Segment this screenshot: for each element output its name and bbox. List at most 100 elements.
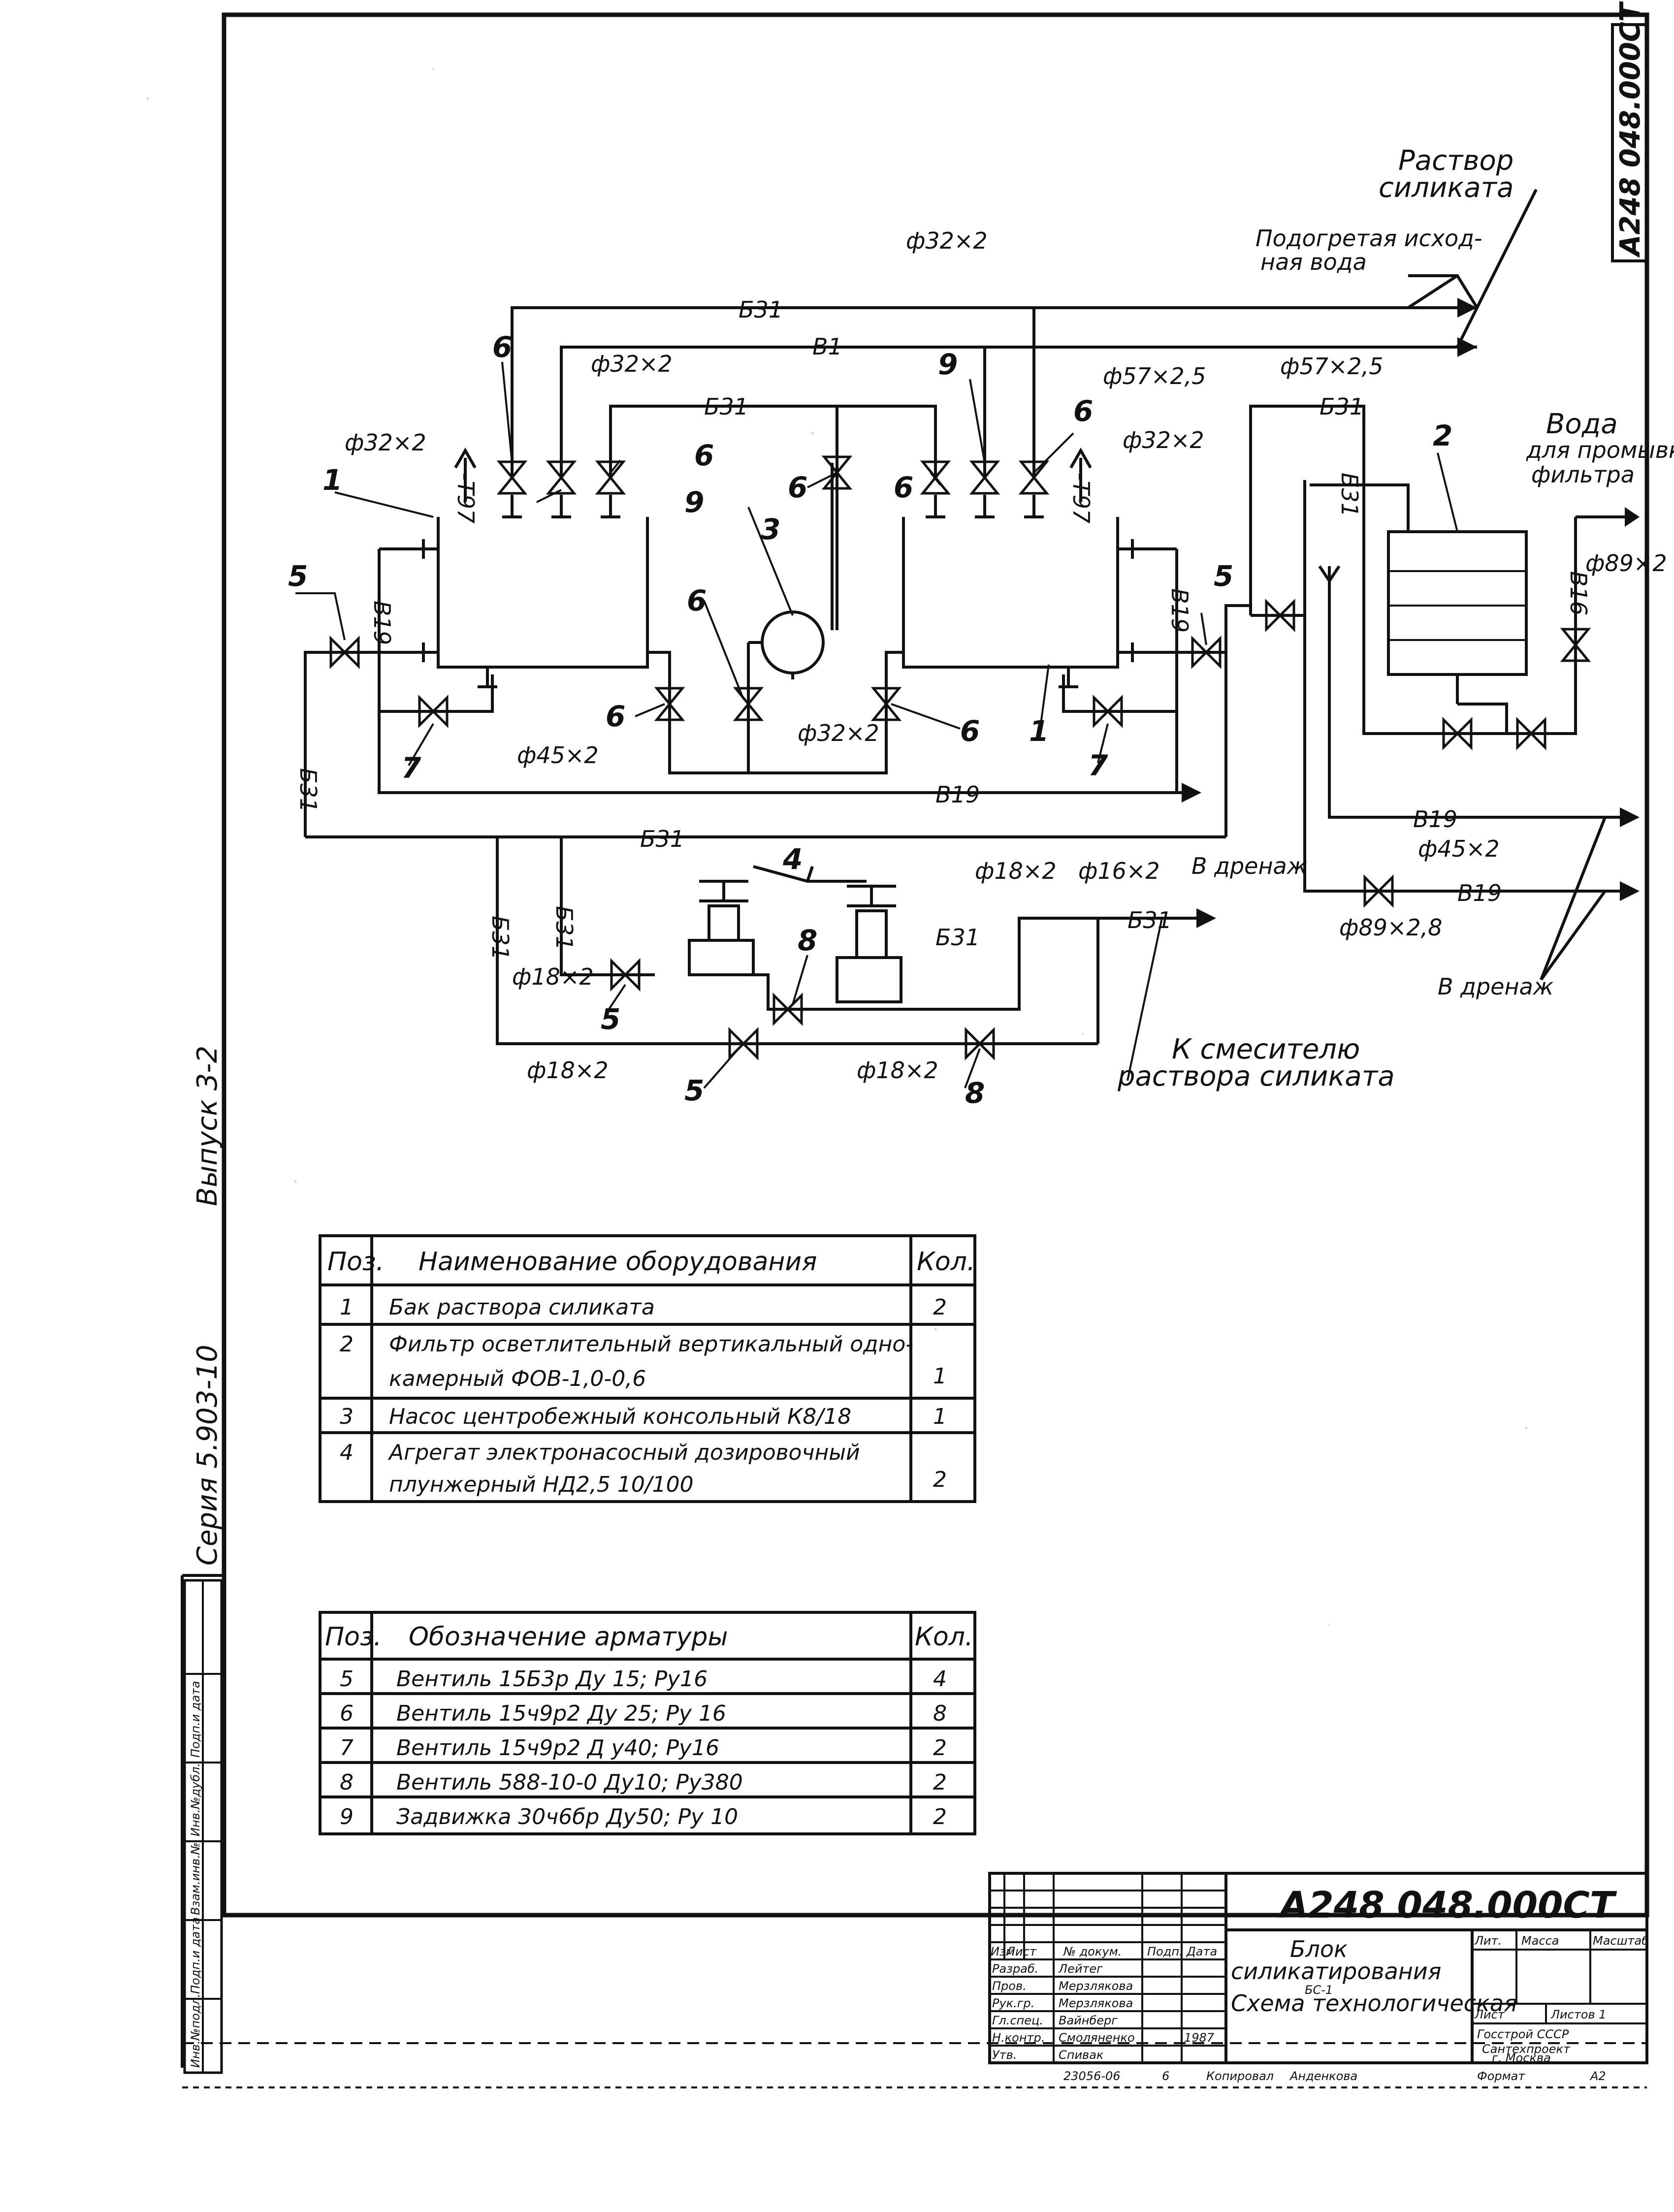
pos-5-c: 5 [601, 1002, 620, 1036]
dim-32-mid: ф32×2 [591, 351, 673, 377]
margin-sign2: Подп.и дата [189, 1681, 202, 1758]
fit-row-9-qty: 2 [933, 1804, 947, 1829]
fit-row-5-name: Вентиль 15Б3р Ду 15; Ру16 [396, 1667, 708, 1692]
fit-row-8-qty: 2 [933, 1770, 947, 1795]
eq-row-2-qty: 1 [933, 1364, 947, 1389]
role-check: Пров. [992, 1979, 1027, 1993]
tag-b31-lower: Б31 [640, 826, 684, 852]
role-approve: Утв. [992, 2048, 1017, 2062]
fit-header-qty: Кол. [915, 1622, 973, 1652]
pos-1-right: 1 [1029, 714, 1049, 748]
col-header-list: Лист [1006, 1945, 1037, 1958]
label-to-mixer-1: К смесителю [1172, 1033, 1360, 1065]
title-line-3: БС-1 [1305, 1983, 1333, 1997]
issue-text: Выпуск 3-2 [192, 1046, 224, 1206]
process-diagram [295, 189, 1640, 1089]
eq-row-4-pos: 4 [340, 1440, 354, 1465]
pos-9-a: 9 [684, 485, 704, 519]
footer: 23056-06 6 Копировал Анденкова Формат А2 [1063, 2069, 1606, 2083]
pos-5-b: 5 [1214, 559, 1233, 593]
dim-32-top: ф32×2 [906, 227, 988, 254]
eq-header-name: Наименование оборудования [418, 1247, 817, 1277]
tag-b31-mid: Б31 [704, 393, 748, 420]
tag-b31-top: Б31 [739, 296, 783, 323]
fit-row-6-name: Вентиль 15ч9р2 Ду 25; Ру 16 [396, 1701, 726, 1726]
tag-b19-r2: В19 [1413, 806, 1457, 833]
role-lead: Рук.гр. [992, 1996, 1034, 2010]
eq-row-4-name: Агрегат электронасосный дозировочный [387, 1440, 860, 1465]
fit-row-6-pos: 6 [340, 1701, 354, 1726]
sheets-label: Листов 1 [1550, 2008, 1607, 2021]
fit-row-7-pos: 7 [340, 1735, 354, 1761]
margin-inv: Инв.№подл. [189, 1994, 202, 2068]
pos-6-h: 6 [960, 714, 980, 748]
mass-header: Масса [1521, 1934, 1559, 1948]
eq-row-2-name2: камерный ФОВ-1,0-0,6 [389, 1366, 646, 1391]
eq-row-3-pos: 3 [340, 1404, 354, 1429]
title-line-2: силикатирования [1231, 1958, 1441, 1985]
diagram-labels: Раствор силиката Подогретая исход- ная в… [288, 145, 1674, 1110]
pos-7-a: 7 [401, 751, 421, 785]
corner-code: A248 048.000СТ [1614, 1, 1646, 258]
footer-copied: Копировал [1206, 2069, 1274, 2083]
pos-2: 2 [1433, 419, 1452, 452]
corner-stamp: A248 048.000СТ [1611, 1, 1648, 262]
eq-row-4-name2: плунжерный НД2,5 10/100 [389, 1472, 694, 1497]
pos-1-left: 1 [322, 463, 342, 497]
dim-45-r: ф45×2 [1418, 835, 1500, 862]
sheet-label: Лист [1474, 2008, 1505, 2021]
eq-header-pos: Поз. [327, 1247, 384, 1277]
org-2: Сантехпроект [1482, 2042, 1571, 2056]
tag-t97-a: -Т97 [452, 473, 479, 523]
fittings-table: Поз. Обозначение арматуры Кол. 5 Вентиль… [319, 1611, 976, 1835]
footer-copier: Анденкова [1289, 2069, 1357, 2083]
pos-6-f: 6 [687, 584, 707, 617]
left-margin-stamp: Инв.№подл. Подп.и дата Взам.инв.№ Инв.№д… [183, 1046, 224, 2074]
tag-b31-pump: Б31 [487, 916, 514, 960]
eq-row-2-name: Фильтр осветлительный вертикальный одно- [389, 1332, 913, 1357]
margin-dup: Инв.№дубл. [189, 1763, 202, 1836]
col-header-date: Дата [1186, 1945, 1217, 1958]
tag-b19-left: В19 [369, 601, 395, 645]
dim-57-b: ф57×2,5 [1280, 353, 1384, 380]
paper-texture [146, 68, 1528, 1724]
pos-5-a: 5 [288, 559, 308, 593]
tag-b31-vert: Б31 [1336, 473, 1363, 517]
fit-row-8-name: Вентиль 588-10-0 Ду10; Ру380 [396, 1770, 743, 1795]
eq-row-2-pos: 2 [340, 1332, 354, 1357]
dim-18-a: ф18×2 [975, 858, 1057, 884]
pos-8-b: 8 [965, 1076, 985, 1110]
pos-9-b: 9 [938, 348, 958, 381]
tag-b31-pump2: Б31 [551, 906, 578, 950]
name-chief: Вайнберг [1059, 2014, 1118, 2027]
pos-4: 4 [782, 842, 803, 876]
tag-b16: В16 [1565, 571, 1592, 615]
fit-row-7-name: Вентиль 15ч9р2 Д у40; Ру16 [396, 1735, 719, 1761]
name-dev: Лейтег [1058, 1962, 1103, 1976]
pos-6-g: 6 [606, 700, 625, 733]
fit-row-8-pos: 8 [340, 1770, 354, 1795]
dim-32-right: ф32×2 [1123, 427, 1204, 453]
fit-header-pos: Поз. [325, 1622, 382, 1652]
eq-row-1-qty: 2 [933, 1295, 947, 1320]
series-text: Серия 5.903-10 [192, 1345, 224, 1566]
role-chief: Гл.спец. [992, 2014, 1043, 2027]
tag-b31-out: Б31 [1127, 907, 1172, 933]
dim-89-r: ф89×2,8 [1339, 914, 1443, 941]
label-heated-water-2: ная вода [1260, 249, 1367, 275]
tag-t97-b: -Т97 [1068, 473, 1095, 523]
org-1: Госстрой СССР [1477, 2027, 1569, 2041]
label-silicate-1: Раствор [1398, 145, 1513, 177]
label-drain-2: В дренаж [1438, 973, 1554, 1000]
title-line-1: Блок [1290, 1936, 1348, 1962]
org-3: г. Москва [1492, 2051, 1551, 2065]
title-block: А248 048.000СТ Блок силикатирования БС-1… [988, 1872, 1649, 2065]
dim-18-d: ф18×2 [857, 1057, 938, 1084]
margin-sign: Подп.и дата [189, 1917, 202, 1994]
fit-row-9-name: Задвижка 30ч6бр Ду50; Ру 10 [396, 1804, 738, 1829]
col-header-sign: Подп. [1147, 1945, 1183, 1958]
eq-header-qty: Кол. [917, 1247, 975, 1277]
title-line-4: Схема технологическая [1231, 1990, 1517, 2017]
scale-header: Масштаб [1593, 1934, 1649, 1948]
name-lead: Мерзлякова [1059, 1996, 1133, 2010]
